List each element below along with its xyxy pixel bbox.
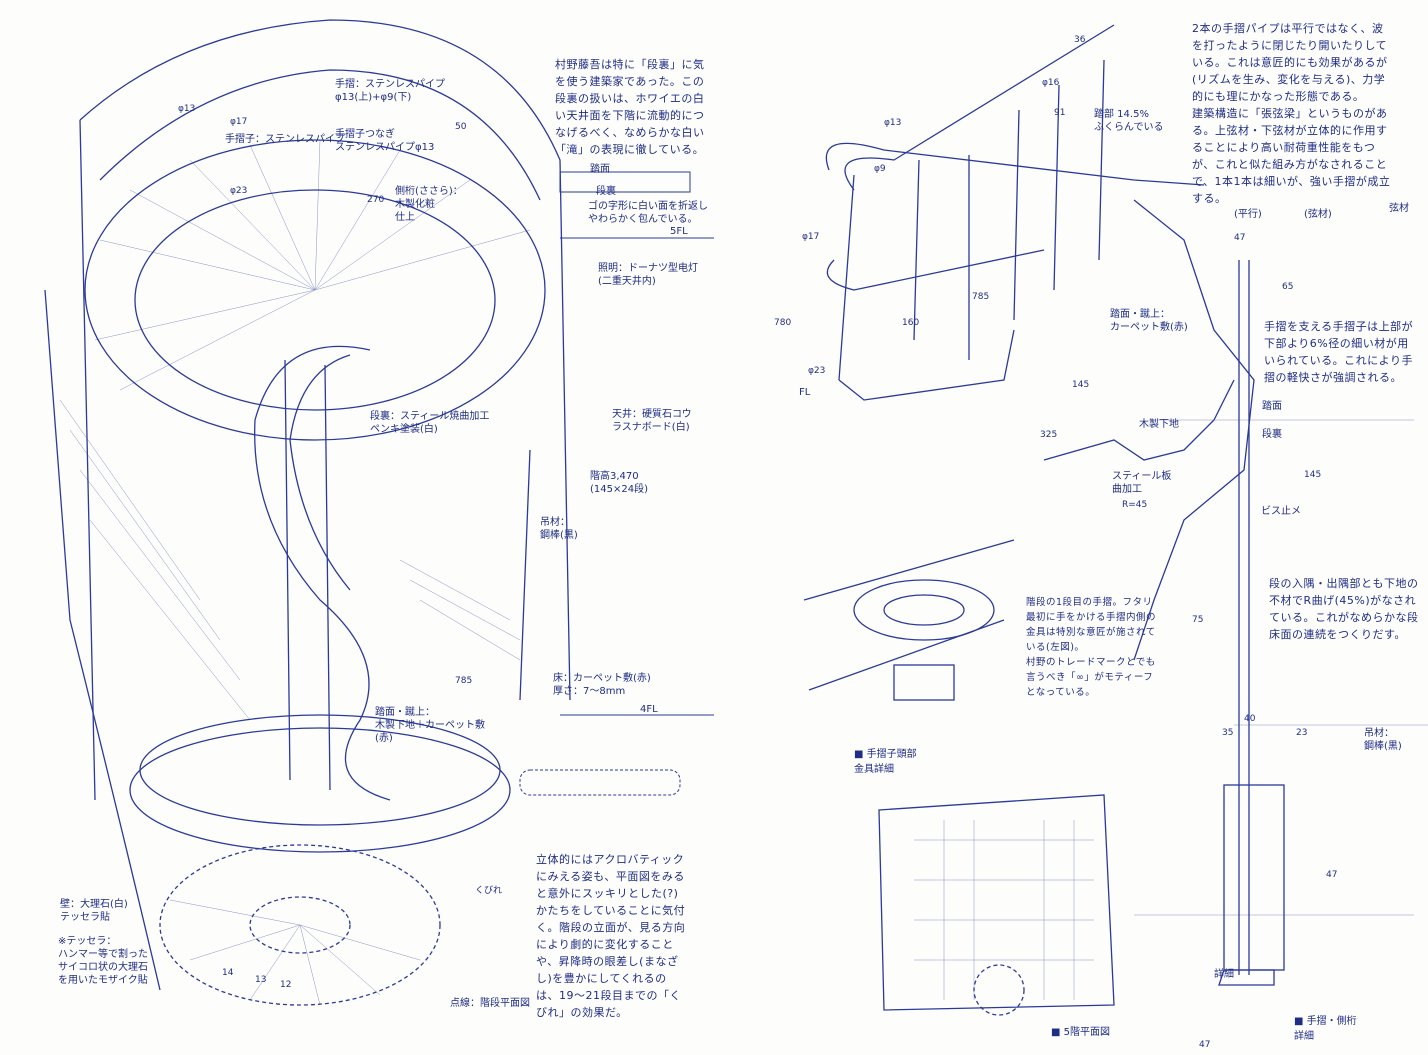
label-hanger-right: 吊材： 鋼棒(黒) [1364, 728, 1402, 752]
dim-35: 23 [1296, 728, 1308, 738]
dim-91: 91 [1054, 108, 1066, 118]
dim-145-b: 145 [1304, 470, 1322, 480]
dim-phi16: φ16 [1042, 78, 1060, 88]
detail-caption: ■ 手摺・側桁 詳細 [1294, 1016, 1357, 1042]
label-floor-tag: 踏面 [590, 164, 610, 175]
label-4fl: 4FL [640, 704, 658, 715]
label-handrail: 手摺：ステンレスパイプ φ13(上)+φ9(下) [335, 79, 445, 103]
label-floor-finish: 床：カーペット敷(赤) 厚さ：7〜8mm [553, 673, 651, 697]
dim-r45: R=45 [1122, 500, 1148, 510]
label-soffit: 段裏：スティール焼曲加工 ペンキ塗装(白) [370, 411, 490, 435]
dim-50: 50 [455, 122, 467, 132]
dim-47-top: 47 [1234, 233, 1246, 243]
dim-step-13: 13 [255, 975, 267, 985]
dim-phi23: φ23 [808, 366, 826, 376]
corner-note: 段の入隅・出隅部とも下地の不材でR曲げ(45%)がなされている。これがなめらかな… [1269, 577, 1419, 641]
dim-65: 65 [1282, 282, 1294, 292]
label-chord: (弦材) [1304, 209, 1332, 220]
dim-40: 35 [1222, 728, 1234, 738]
label-stringer: 側桁(ささら)： 木製化粧 仕上 [395, 186, 463, 223]
dim-phi9-top: φ9 [874, 164, 886, 174]
label-tread-riser: 踏面・蹴上： カーペット敷(赤) [1110, 309, 1188, 333]
knob-note: 階段の1段目の手摺。フタリ最初に手をかける手摺内側の金具は特別な意匠が施されてい… [1026, 597, 1157, 698]
bottom-note: 立体的にはアクロバティックにみえる姿も、平面図をみると意外にスッキリとした(?)… [536, 853, 686, 1019]
handrail-details [803, 24, 1428, 1016]
label-handrail-tie: 手摺子つなぎ ステンレスパイプφ13 [335, 129, 435, 153]
label-wall-note: ゴの字形に白い面を折返し やわらかく包んでいる。 [588, 201, 708, 225]
label-screw: ビス止メ [1261, 506, 1301, 517]
label-tessera: ※テッセラ： ハンマー等で割った サイコロ状の大理石 を用いたモザイク貼 [58, 936, 148, 986]
spiral-stair-perspective [44, 19, 714, 1006]
intro-note: 村野藤吾は特に「段裏」に気を使う建築家であった。この段裏の扱いは、ホワイエの白い… [555, 58, 705, 156]
dim-phi13-top: φ13 [884, 118, 902, 128]
top-note: 2本の手摺パイプは平行ではなく、波を打ったように閉じたり開いたりしている。これは… [1192, 22, 1391, 205]
dim-kubire: くびれ [475, 886, 503, 896]
label-steel: スティール板 曲加工 [1112, 471, 1172, 495]
dim-785-b: 75 [1192, 615, 1204, 625]
label-floor: 踏面 [1262, 401, 1282, 412]
dim-step-12: 12 [280, 980, 292, 990]
dim-75: 40 [1244, 714, 1256, 724]
dim-phi23: φ23 [230, 186, 248, 196]
dim-160: 160 [902, 318, 920, 328]
dim-325: 325 [1040, 430, 1058, 440]
plan-caption: ■ 5階平面図 [1051, 1027, 1110, 1038]
label-flat-bar: 踏部 14.5% ふくらんでいる [1094, 109, 1164, 133]
left-plan-caption: 点線：階段平面図 [450, 998, 530, 1009]
dim-785-a: 785 [972, 292, 990, 302]
label-ceiling: 天井：硬質石コウ ラスナボード(白) [612, 409, 692, 433]
dim-47-bottom: 47 [1199, 1040, 1211, 1050]
dim-36: 36 [1074, 35, 1086, 45]
left-page: 村野藤吾は特に「段裏」に気を使う建築家であった。この段裏の扱いは、ホワイエの白い… [44, 19, 714, 1019]
label-soffit-right: 段裏 [1262, 429, 1282, 440]
dim-780: 780 [774, 318, 792, 328]
label-riser-tag: 段裏 [596, 186, 616, 197]
knob-caption: ■ 手摺子頭部 金具詳細 [854, 749, 917, 775]
label-parallel: (平行) [1234, 209, 1262, 220]
dim-step-14: 14 [222, 968, 234, 978]
label-string: 弦材 [1389, 203, 1409, 214]
dim-phi13: φ13 [178, 104, 196, 114]
dim-270: 270 [367, 195, 385, 205]
label-hanger: 吊材： 鋼棒(黒) [540, 517, 578, 541]
right-page: 2本の手摺パイプは平行ではなく、波を打ったように閉じたり開いたりしている。これは… [714, 0, 1428, 1055]
label-wood: 木製下地 [1139, 419, 1179, 430]
dim-785: 785 [455, 676, 473, 686]
post-note: 手摺を支える手摺子は上部が下部より6%径の細い材が用いられている。これにより手摺… [1264, 320, 1414, 384]
label-tread: 踏面・蹴上： 木製下地＋カーペット敷 (赤) [375, 707, 485, 744]
dim-phi17: φ17 [802, 232, 820, 242]
label-detail: 詳細 [1214, 969, 1234, 980]
label-wall: 壁：大理石(白) テッセラ貼 [60, 899, 128, 923]
dim-145-a: 145 [1072, 380, 1090, 390]
label-stair-height: 階高3,470 (145×24段) [590, 471, 648, 495]
label-fl: FL [799, 387, 811, 398]
dim-phi17: φ17 [230, 117, 248, 127]
dim-270: 47 [1326, 870, 1338, 880]
label-handrail-post: 手摺子：ステンレスパイプ [225, 134, 345, 145]
label-5fl: 5FL [670, 226, 688, 237]
label-lighting: 照明：ドーナツ型电灯 (二重天井内) [598, 263, 698, 287]
